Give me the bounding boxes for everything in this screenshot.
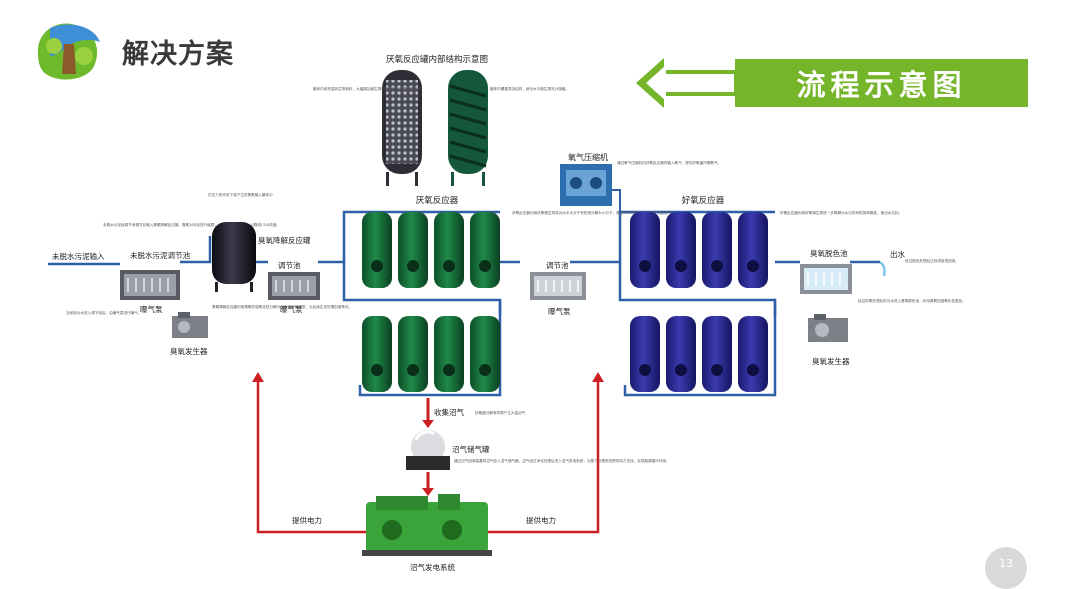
ozone-note-left: 未脱水污泥经调节池调节后输入臭氧降解反应罐，臭氧对污泥进行破壁，分解难降解有机物… <box>103 222 280 227</box>
svg-text:收集沼气: 收集沼气 <box>434 407 464 417</box>
aeration-pump-1-label: 曝气泵 <box>140 304 163 314</box>
anaerobic-reactors: 厌氧反应器 厌氧反应器利用厌氧微生物将污水中大分子有机物分解为小分子，降低COD… <box>362 195 675 392</box>
inlet-label: 未脱水污泥输入 <box>52 251 105 261</box>
ozone-note-bottom: 臭氧降解反应罐利用臭氧的强氧化性分解污泥中的有机物质，为后续生化处理创造条件。 <box>212 304 352 309</box>
regulating-tank-3: 调节池 曝气泵 <box>530 260 586 316</box>
generator: 沼气发电系统 <box>362 494 492 572</box>
ozone-note-top: 在压力的作用下将产生的臭氧输入罐体中 <box>208 192 273 197</box>
oxygen-compressor: 氧气压缩机 通过氧气压缩机向好氧反应器内输入氧气，提供好氧菌所需氧气。 <box>560 152 721 212</box>
anaerobic-note: 厌氧反应器利用厌氧微生物将污水中大分子有机物分解为小分子，降低COD浓度，同时产… <box>512 210 675 215</box>
power-lines: 提供电力 提供电力 <box>252 372 604 534</box>
svg-text:臭氧发生器: 臭氧发生器 <box>812 356 850 366</box>
internal-note-right: 罐体内螺旋导流结构，使污水与微生物充分接触。 <box>490 86 569 91</box>
logo-icon <box>37 23 100 80</box>
outlet: 出水 经过脱色处理后达标排放或回用。 <box>879 249 959 277</box>
aerobic-note: 好氧反应器利用好氧微生物进一步降解污水中的有机物和氨氮，使出水达标。 <box>780 210 902 215</box>
svg-text:沼气发电系统: 沼气发电系统 <box>410 562 455 572</box>
page-number-badge: 13 <box>985 547 1027 589</box>
svg-text:调节池: 调节池 <box>546 260 569 270</box>
internal-structure-title: 厌氧反应罐内部结构示意图 <box>386 54 488 65</box>
regulating-tank-1: 未脱水污泥调节池 曝气泵 <box>120 250 190 314</box>
banner-arrow-icon <box>636 58 740 108</box>
svg-text:臭氧发生器: 臭氧发生器 <box>170 346 208 356</box>
svg-text:好氧反应器: 好氧反应器 <box>682 195 725 206</box>
ozone-reactor: 在压力的作用下将产生的臭氧输入罐体中 未脱水污泥经调节池调节后输入臭氧降解反应罐… <box>103 192 352 309</box>
gas-tank: 沼气储气罐 通过沼气回收装置将沼气收入沼气储气罐，沼气经过净化处理后进入沼气发电… <box>406 430 670 496</box>
decolor-tank: 臭氧脱色池 经过好氧处理后的污水进入臭氧脱色池，利用臭氧的强氧化性脱色。 <box>800 248 966 303</box>
flow-diagram: 厌氧反应罐内部结构示意图 罐体内填充高效生物填料，大幅增加微生物附着面积，提高处… <box>48 54 966 572</box>
regulating-tank-2: 调节池 曝气泵 <box>268 260 320 314</box>
internal-structure-section: 厌氧反应罐内部结构示意图 罐体内填充高效生物填料，大幅增加微生物附着面积，提高处… <box>313 54 569 186</box>
svg-text:调节池: 调节池 <box>278 260 301 270</box>
internal-note-left: 罐体内填充高效生物填料，大幅增加微生物附着面积，提高处理效率。 <box>313 86 424 91</box>
svg-text:出水: 出水 <box>890 249 905 259</box>
gas-tank-note: 通过沼气回收装置将沼气收入沼气储气罐，沼气经过净化处理后进入沼气发电系统，为整个… <box>454 458 670 463</box>
page-title: 解决方案 <box>122 39 234 70</box>
pump-note: 当前段污水进入调节池后，由曝气泵进行曝气。 <box>66 310 141 315</box>
svg-text:沼气储气罐: 沼气储气罐 <box>452 444 490 454</box>
svg-text:未脱水污泥调节池: 未脱水污泥调节池 <box>130 250 190 260</box>
aeration-pump-3-label: 曝气泵 <box>548 306 571 316</box>
svg-text:提供电力: 提供电力 <box>292 515 322 525</box>
svg-text:臭氧脱色池: 臭氧脱色池 <box>810 248 848 258</box>
outlet-note: 经过脱色处理后达标排放或回用。 <box>905 258 959 263</box>
compressor-note: 通过氧气压缩机向好氧反应器内输入氧气，提供好氧菌所需氧气。 <box>617 160 721 165</box>
flow-banner: 流程示意图 <box>735 59 1028 107</box>
decolor-note: 经过好氧处理后的污水进入臭氧脱色池，利用臭氧的强氧化性脱色。 <box>858 298 966 303</box>
svg-text:厌氧反应器: 厌氧反应器 <box>416 195 459 206</box>
biogas-collection: 收集沼气 厌氧菌分解有机物产生大量沼气 <box>422 398 526 428</box>
aerobic-reactors: 好氧反应器 好氧反应器利用好氧微生物进一步降解污水中的有机物和氨氮，使出水达标。 <box>630 195 902 392</box>
ozone-generator-1: 臭氧发生器 <box>170 312 208 356</box>
svg-text:氧气压缩机: 氧气压缩机 <box>568 152 608 162</box>
aeration-pump-2-label: 曝气泵 <box>280 304 303 314</box>
svg-text:提供电力: 提供电力 <box>526 515 556 525</box>
svg-text:臭氧降解反应罐: 臭氧降解反应罐 <box>258 235 311 245</box>
collect-note: 厌氧菌分解有机物产生大量沼气 <box>475 410 526 415</box>
ozone-generator-2: 臭氧发生器 <box>808 314 850 366</box>
